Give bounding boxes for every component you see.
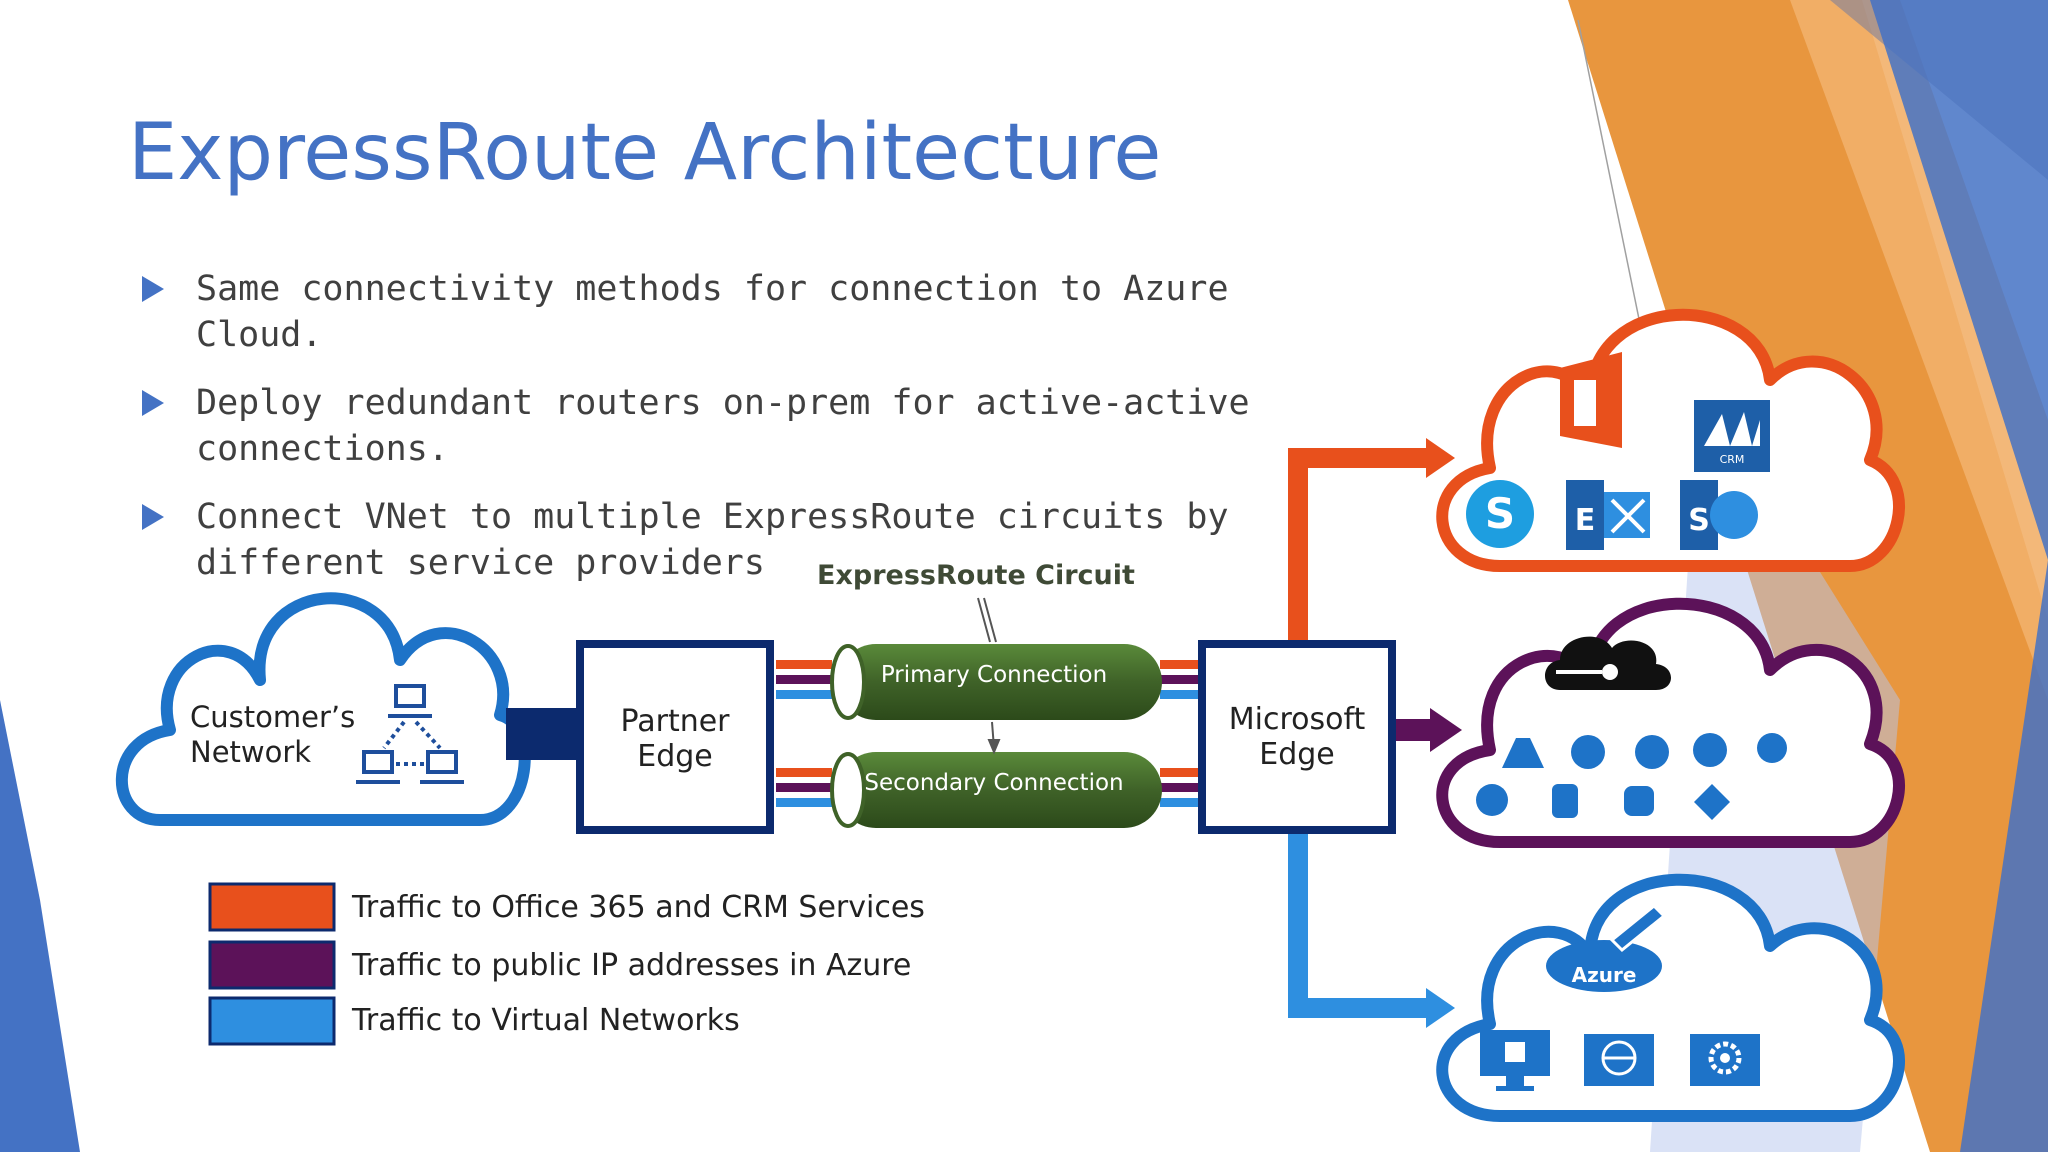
vnet-traffic-arrow: [1288, 834, 1455, 1028]
skype-icon: S: [1466, 480, 1534, 548]
legend-item: Traffic to Virtual Networks: [208, 996, 740, 1046]
network-icon: [1693, 733, 1727, 767]
svg-text:S: S: [1688, 503, 1710, 538]
slide-title: ExpressRoute Architecture: [128, 108, 1162, 198]
office-icon: [1560, 352, 1622, 448]
bullet-text: Connect VNet to multiple ExpressRoute ci…: [196, 497, 1229, 583]
virtual-machine-icon: [1480, 1030, 1550, 1091]
customer-network-cloud: Customer’s Network: [115, 592, 531, 826]
azure-vnet-cloud: Azure: [1436, 873, 1905, 1122]
microsoft-edge-label-line2: Edge: [1259, 737, 1335, 772]
legend: Traffic to Office 365 and CRM Services T…: [208, 882, 925, 1046]
crm-icon: CRM: [1694, 400, 1770, 472]
bullet-item: Deploy redundant routers on-prem for act…: [136, 380, 1276, 472]
bullet-arrow-icon: [142, 504, 164, 530]
web-sites-icon: [1584, 1034, 1654, 1086]
primary-connection-label: Primary Connection: [881, 662, 1107, 688]
scheduler-icon: [1476, 784, 1508, 816]
partner-edge-label-line2: Edge: [637, 739, 713, 774]
cloud-services-icon: [1571, 735, 1605, 769]
secondary-connection-label: Secondary Connection: [864, 770, 1123, 796]
exchange-icon: E: [1566, 480, 1650, 550]
grid-icon: [1624, 786, 1654, 816]
traffic-stubs: [776, 660, 1198, 807]
office-traffic-arrow: [1288, 438, 1455, 640]
bullet-item: Same connectivity methods for connection…: [136, 266, 1276, 358]
deco-left-blue: [0, 700, 80, 1152]
circuit-pointer-lines: [977, 597, 1001, 755]
network-computers-icon: [356, 684, 464, 784]
partner-edge-box: Partner Edge: [576, 640, 774, 834]
partner-edge-label-line1: Partner: [620, 704, 730, 739]
microsoft-edge-label-line1: Microsoft: [1229, 702, 1366, 737]
svg-text:S: S: [1485, 489, 1515, 538]
legend-label: Traffic to Office 365 and CRM Services: [351, 890, 925, 925]
circuit-label: ExpressRoute Circuit: [817, 560, 1135, 591]
bullet-item: Connect VNet to multiple ExpressRoute ci…: [136, 494, 1276, 586]
legend-label: Traffic to Virtual Networks: [351, 1003, 740, 1038]
legend-item: Traffic to Office 365 and CRM Services: [208, 882, 925, 932]
svg-text:E: E: [1575, 503, 1596, 538]
sharepoint-icon: S: [1680, 480, 1758, 550]
legend-swatch-orange: [208, 882, 336, 932]
customer-link: [506, 708, 580, 760]
azure-cloud-icon: [1545, 636, 1671, 690]
deco-blue-band: [1870, 0, 2048, 1152]
azure-service-icons: [1476, 733, 1787, 820]
deco-light-orange: [1790, 0, 2048, 700]
cloud-upload-icon: [1757, 733, 1787, 763]
public-ip-traffic-arrow: [1396, 708, 1462, 752]
bullet-text: Deploy redundant routers on-prem for act…: [196, 383, 1250, 469]
bullet-arrow-icon: [142, 390, 164, 416]
primary-connection-pipe: Primary Connection: [830, 644, 1162, 720]
bullet-arrow-icon: [142, 276, 164, 302]
legend-item: Traffic to public IP addresses in Azure: [208, 940, 911, 990]
azure-logo-icon: Azure: [1546, 903, 1667, 992]
bullet-text: Same connectivity methods for connection…: [196, 269, 1229, 355]
legend-swatch-purple: [208, 940, 336, 990]
legend-swatch-blue: [208, 996, 336, 1046]
azure-public-cloud: [1436, 597, 1905, 848]
automation-icon: [1635, 735, 1669, 769]
cloud-service-gear-icon: [1690, 1034, 1760, 1086]
azure-badge-label: Azure: [1572, 963, 1637, 987]
legend-label: Traffic to public IP addresses in Azure: [351, 948, 911, 983]
diamond-icon: [1694, 784, 1730, 820]
microsoft-edge-box: Microsoft Edge: [1198, 640, 1396, 834]
customer-network-label-line2: Network: [190, 735, 311, 769]
storage-icon: [1552, 784, 1578, 818]
office365-crm-cloud: CRM S E S: [1436, 308, 1905, 572]
customer-network-label-line1: Customer’s: [190, 700, 355, 734]
crm-badge-label: CRM: [1720, 453, 1745, 466]
bullet-list: Same connectivity methods for connection…: [136, 266, 1276, 608]
lab-flask-icon: [1502, 738, 1544, 768]
secondary-connection-pipe: Secondary Connection: [830, 752, 1162, 828]
